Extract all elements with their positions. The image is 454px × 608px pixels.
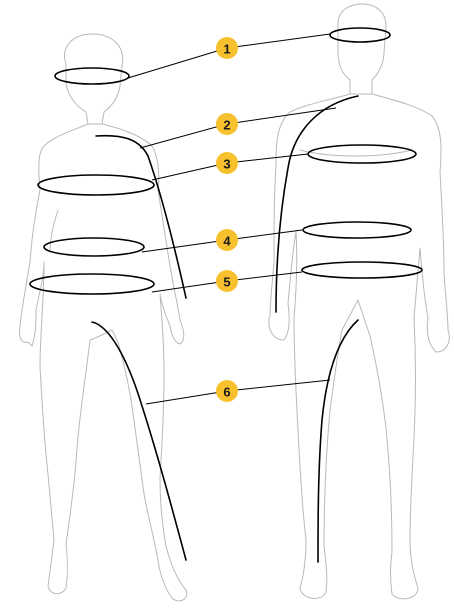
- female-chest-line: [38, 175, 154, 195]
- marker-label-3: 3: [223, 157, 230, 172]
- marker-label-2: 2: [223, 118, 230, 133]
- male-chest-line: [300, 150, 412, 156]
- marker-badges: 1 2 3 4 5 6: [216, 37, 238, 402]
- male-arm-length-line: [276, 96, 358, 312]
- male-head-circumference-line: [330, 28, 390, 42]
- female-inseam-line: [92, 322, 186, 560]
- marker-label-4: 4: [223, 234, 231, 249]
- marker-label-5: 5: [223, 275, 230, 290]
- male-head: [338, 4, 386, 94]
- marker-badge-6: 6: [216, 380, 238, 402]
- male-body-right: [358, 94, 449, 599]
- male-figure: [269, 4, 449, 599]
- female-arm-inner: [50, 210, 58, 252]
- female-hip-line: [30, 274, 154, 294]
- marker-badge-4: 4: [216, 229, 238, 251]
- leader-6: [146, 380, 330, 404]
- marker-badge-1: 1: [216, 37, 238, 59]
- female-head: [65, 34, 123, 124]
- female-figure: [19, 34, 186, 601]
- marker-label-6: 6: [223, 385, 230, 400]
- marker-label-1: 1: [223, 42, 230, 57]
- marker-badge-3: 3: [216, 152, 238, 174]
- male-measurement-lines: [276, 28, 422, 562]
- male-hip-line: [302, 262, 422, 278]
- male-body-left: [269, 94, 358, 598]
- marker-badge-5: 5: [216, 270, 238, 292]
- marker-badge-2: 2: [216, 113, 238, 135]
- leader-2: [140, 108, 336, 148]
- female-waist-line: [44, 238, 144, 256]
- leader-lines: [128, 34, 336, 404]
- male-waist-line: [303, 222, 411, 238]
